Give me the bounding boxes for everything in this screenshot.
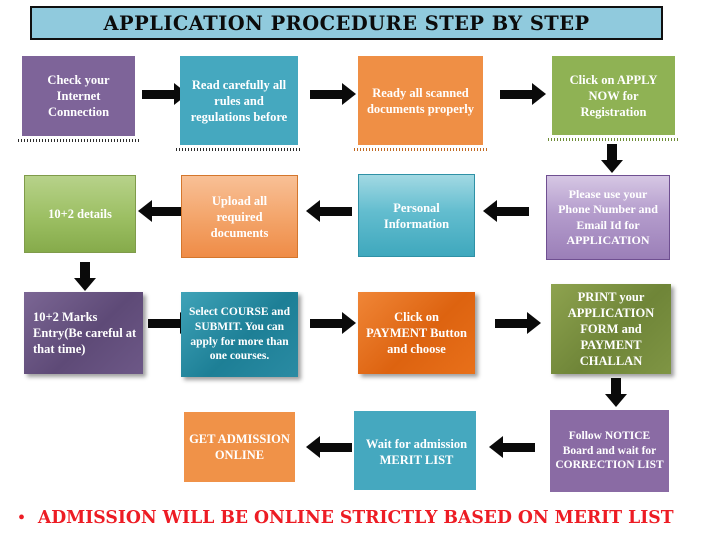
arrow-right-5 xyxy=(310,312,356,334)
flow-step-notice-board[interactable]: Follow NOTICE Board and wait for CORRECT… xyxy=(547,407,672,495)
arrow-down-3 xyxy=(605,378,627,407)
page-title: APPLICATION PROCEDURE STEP BY STEP xyxy=(103,11,590,35)
flow-step-label: Click on APPLY NOW for Registration xyxy=(569,72,658,119)
flow-step-label: Ready all scanned documents properly xyxy=(366,85,475,116)
flow-step-marks-entry[interactable]: 10+2 Marks Entry(Be careful at that time… xyxy=(24,292,143,374)
flow-step-label: Personal Information xyxy=(383,200,450,231)
arrow-right-2 xyxy=(310,83,356,105)
flow-step-wait-merit-list[interactable]: Wait for admission MERIT LIST xyxy=(354,411,479,493)
flow-step-click-apply-now[interactable]: Click on APPLY NOW for Registration xyxy=(548,56,679,141)
flow-step-select-course[interactable]: Select COURSE and SUBMIT. You can apply … xyxy=(181,292,298,377)
flow-step-label: Check your Internet Connection xyxy=(47,73,110,119)
flow-step-check-internet[interactable]: Check your Internet Connection xyxy=(18,56,139,142)
flow-step-label: 10+2 details xyxy=(48,207,112,221)
flow-step-10plus2-details[interactable]: 10+2 details xyxy=(24,175,136,253)
arrow-left-4 xyxy=(489,436,535,458)
flow-step-label: Wait for admission MERIT LIST xyxy=(365,437,468,467)
flow-step-label: Follow NOTICE Board and wait for CORRECT… xyxy=(555,429,664,472)
flow-step-ready-documents[interactable]: Ready all scanned documents properly xyxy=(354,56,487,151)
flow-step-label: 10+2 Marks Entry(Be careful at that time… xyxy=(33,310,137,356)
flow-step-label: Click on PAYMENT Button and choose xyxy=(366,310,467,356)
flow-step-read-rules[interactable]: Read carefully all rules and regulations… xyxy=(176,56,302,151)
footer-note-text: ADMISSION WILL BE ONLINE STRICTLY BASED … xyxy=(37,508,674,528)
bullet-icon: • xyxy=(18,507,26,529)
flow-step-label: GET ADMISSION ONLINE xyxy=(189,432,290,462)
arrow-left-2 xyxy=(306,200,352,222)
flow-step-personal-information[interactable]: Personal Information xyxy=(358,174,475,257)
footer-note: • ADMISSION WILL BE ONLINE STRICTLY BASE… xyxy=(18,508,708,528)
flow-step-upload-documents[interactable]: Upload all required documents xyxy=(181,175,298,258)
flow-step-label: Please use your Phone Number and Email I… xyxy=(558,186,658,247)
flow-step-label: Upload all required documents xyxy=(210,193,269,240)
arrow-left-5 xyxy=(306,436,352,458)
flow-step-phone-email[interactable]: Please use your Phone Number and Email I… xyxy=(546,175,670,260)
flow-step-get-admission[interactable]: GET ADMISSION ONLINE xyxy=(181,409,298,485)
flow-step-label: Select COURSE and SUBMIT. You can apply … xyxy=(189,306,290,363)
flow-step-print-form[interactable]: PRINT your APPLICATION FORM and PAYMENT … xyxy=(551,284,671,374)
page-title-banner: APPLICATION PROCEDURE STEP BY STEP xyxy=(30,6,663,40)
arrow-right-3 xyxy=(500,83,546,105)
arrow-down-1 xyxy=(601,144,623,173)
flow-step-label: PRINT your APPLICATION FORM and PAYMENT … xyxy=(567,290,655,368)
flow-step-payment-button[interactable]: Click on PAYMENT Button and choose xyxy=(358,292,475,374)
arrow-left-1 xyxy=(483,200,529,222)
flow-step-label: Read carefully all rules and regulations… xyxy=(190,77,288,124)
arrow-right-6 xyxy=(495,312,541,334)
arrow-down-2 xyxy=(74,262,96,291)
arrow-left-3 xyxy=(138,200,184,222)
